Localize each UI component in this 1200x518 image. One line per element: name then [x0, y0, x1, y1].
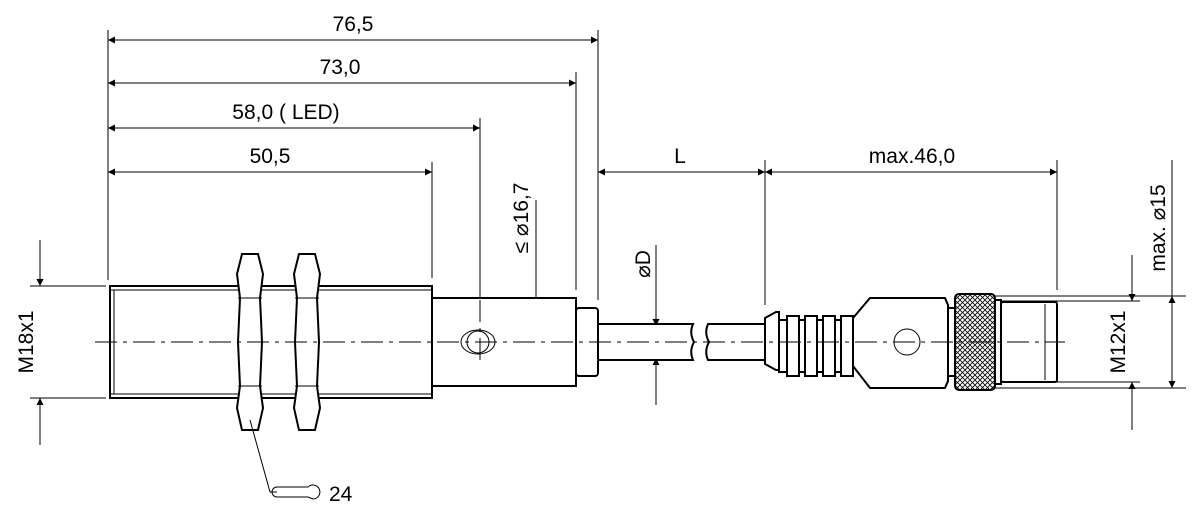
dim-thread-length: 50,5: [250, 145, 291, 168]
dim-connector-diameter: max. ⌀15: [1147, 184, 1170, 271]
dim-housing-diameter: ≤ ⌀16,7: [510, 183, 533, 254]
dim-overall-length: 76,5: [333, 13, 374, 36]
dim-cable-length: L: [674, 145, 686, 168]
dim-main-thread: M18x1: [15, 310, 38, 373]
dimension-lines: [36, 36, 1176, 445]
wrench-size-label: 24: [329, 483, 353, 506]
wrench-icon: [271, 484, 321, 500]
wrench-leader: [249, 419, 277, 493]
dim-connector-thread: M12x1: [1107, 310, 1130, 373]
cable: [597, 323, 766, 361]
dim-cable-diameter: ⌀D: [632, 250, 655, 278]
dim-length-to-cap: 73,0: [320, 56, 361, 79]
dim-connector-length: max.46,0: [869, 145, 955, 168]
dim-led-position: 58,0 ( LED): [232, 101, 339, 124]
